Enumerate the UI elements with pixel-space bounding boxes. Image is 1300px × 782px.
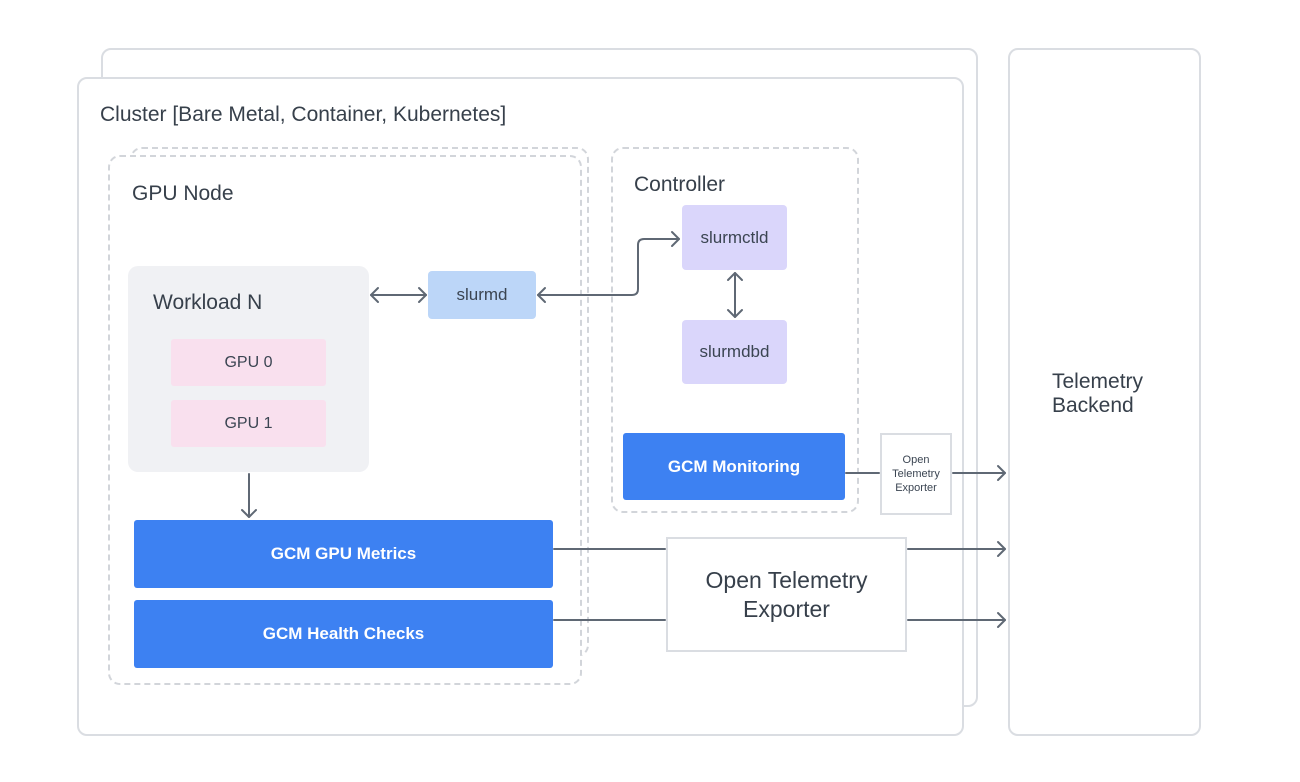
exporter-large-line-1: Open Telemetry bbox=[705, 566, 868, 593]
backend-label-line-1: Telemetry bbox=[1052, 370, 1144, 393]
slurmctld-box: slurmctld bbox=[682, 205, 787, 270]
arrowhead-backend-3 bbox=[997, 612, 1006, 628]
exporter-small-line-3: Exporter bbox=[895, 482, 937, 495]
gpu-node-title: GPU Node bbox=[132, 182, 234, 205]
open-telemetry-exporter-large: Open Telemetry Exporter bbox=[666, 537, 907, 652]
gpu-1-chip: GPU 1 bbox=[171, 400, 326, 447]
gcm-monitoring-box: GCM Monitoring bbox=[623, 433, 845, 500]
arrowhead-backend-1 bbox=[997, 465, 1006, 481]
slurmdbd-box: slurmdbd bbox=[682, 320, 787, 384]
telemetry-backend-box bbox=[1008, 48, 1201, 736]
gcm-health-checks-box: GCM Health Checks bbox=[134, 600, 553, 668]
cluster-title: Cluster [Bare Metal, Container, Kubernet… bbox=[100, 103, 507, 126]
backend-label-line-2: Backend bbox=[1052, 394, 1134, 418]
open-telemetry-exporter-small: Open Telemetry Exporter bbox=[880, 433, 952, 515]
controller-title: Controller bbox=[634, 173, 726, 196]
workload-title: Workload N bbox=[153, 291, 263, 314]
gpu-0-chip: GPU 0 bbox=[171, 339, 326, 386]
exporter-small-line-1: Open bbox=[902, 453, 930, 466]
slurmd-box: slurmd bbox=[428, 271, 536, 319]
gcm-gpu-metrics-box: GCM GPU Metrics bbox=[134, 520, 553, 588]
exporter-large-line-2: Exporter bbox=[743, 595, 830, 622]
exporter-small-line-2: Telemetry bbox=[892, 467, 940, 480]
telemetry-backend-label: Telemetry Backend bbox=[1052, 370, 1143, 418]
arrowhead-backend-2 bbox=[997, 541, 1006, 557]
